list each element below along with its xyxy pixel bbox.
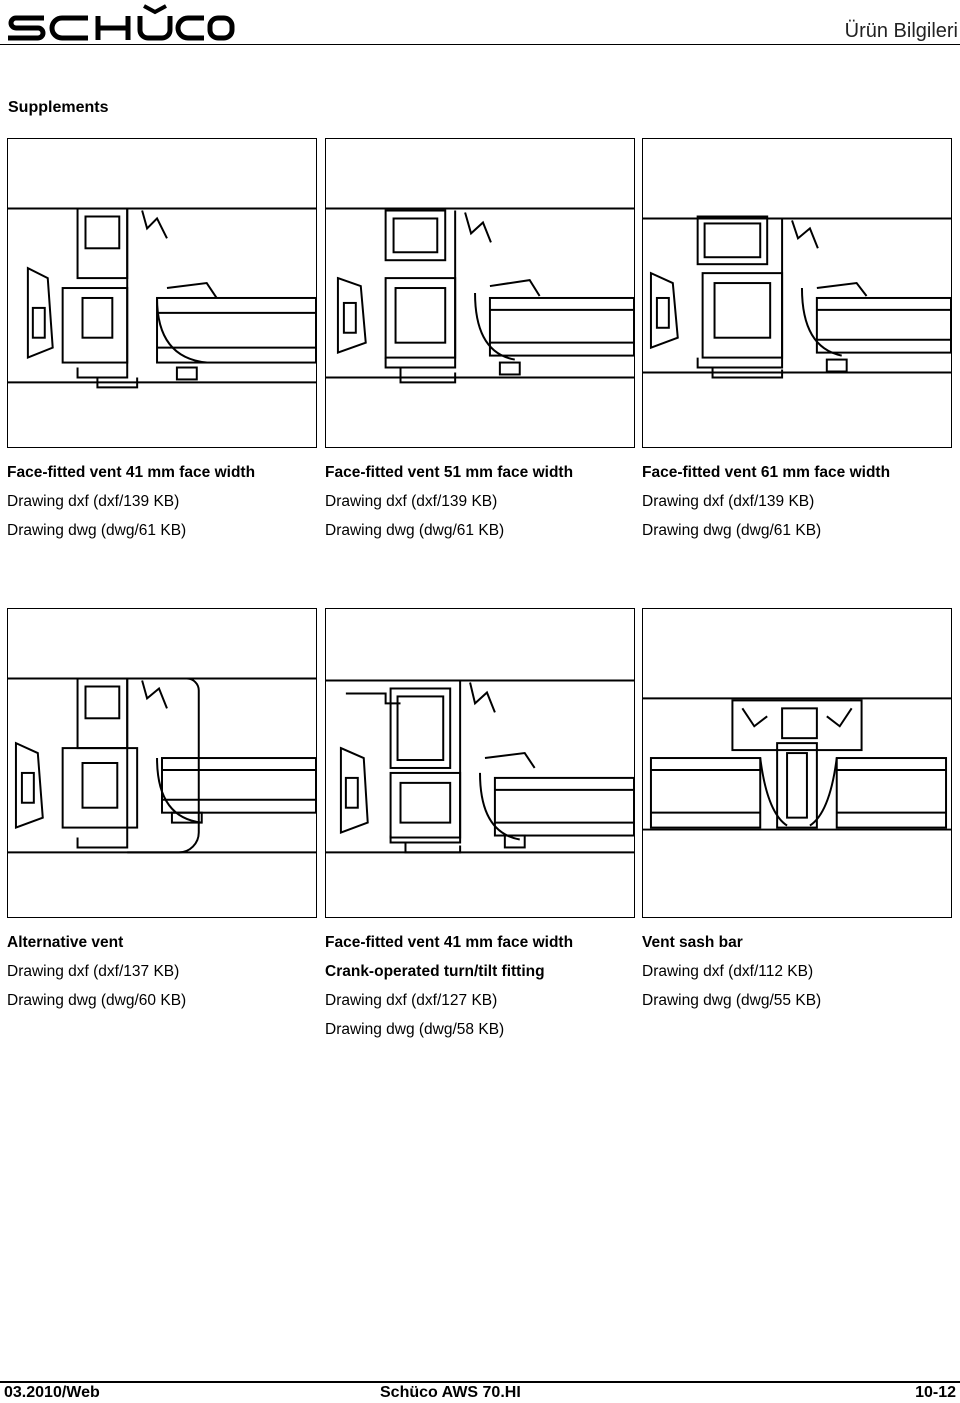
drawing-alternative-vent[interactable]	[7, 608, 317, 918]
item-title: Face-fitted vent 61 mm face width	[642, 464, 891, 481]
section-title: Supplements	[8, 99, 109, 116]
caption-item-3: Face-fitted vent 61 mm face width Drawin…	[642, 458, 952, 545]
footer-product: Schüco AWS 70.HI	[380, 1384, 521, 1401]
dxf-link[interactable]: Drawing dxf (dxf/112 KB)	[642, 963, 814, 980]
dxf-link[interactable]: Drawing dxf (dxf/139 KB)	[7, 493, 180, 510]
profile-section-drawing	[326, 207, 634, 384]
item-title: Face-fitted vent 41 mm face width	[325, 934, 574, 951]
dwg-link[interactable]: Drawing dwg (dwg/58 KB)	[325, 1021, 505, 1038]
caption-item-1: Face-fitted vent 41 mm face width Drawin…	[7, 458, 317, 545]
drawing-face-fitted-vent-61[interactable]	[642, 138, 952, 448]
dwg-link[interactable]: Drawing dwg (dwg/61 KB)	[7, 522, 187, 539]
caption-item-6: Vent sash bar Drawing dxf (dxf/112 KB) D…	[642, 928, 952, 1015]
item-subtitle: Crank-operated turn/tilt fitting	[325, 963, 545, 980]
profile-section-drawing	[8, 677, 316, 854]
profile-section-drawing	[643, 215, 951, 379]
dwg-link[interactable]: Drawing dwg (dwg/60 KB)	[7, 992, 187, 1009]
footer-divider	[0, 1381, 960, 1383]
drawing-face-fitted-vent-41[interactable]	[7, 138, 317, 448]
item-title: Face-fitted vent 41 mm face width	[7, 464, 256, 481]
dxf-link[interactable]: Drawing dxf (dxf/139 KB)	[325, 493, 498, 510]
drawing-crank-operated-vent[interactable]	[325, 608, 635, 918]
drawing-vent-sash-bar[interactable]	[642, 608, 952, 918]
dxf-link[interactable]: Drawing dxf (dxf/139 KB)	[642, 493, 815, 510]
dxf-link[interactable]: Drawing dxf (dxf/137 KB)	[7, 963, 180, 980]
dwg-link[interactable]: Drawing dwg (dwg/61 KB)	[642, 522, 822, 539]
footer-date: 03.2010/Web	[4, 1384, 100, 1401]
dwg-link[interactable]: Drawing dwg (dwg/61 KB)	[325, 522, 505, 539]
item-title: Alternative vent	[7, 934, 124, 951]
caption-item-5: Face-fitted vent 41 mm face width Crank-…	[325, 928, 635, 1044]
item-title: Face-fitted vent 51 mm face width	[325, 464, 574, 481]
schuco-logo	[8, 4, 235, 41]
header-divider	[0, 44, 960, 45]
dxf-link[interactable]: Drawing dxf (dxf/127 KB)	[325, 992, 498, 1009]
drawing-face-fitted-vent-51[interactable]	[325, 138, 635, 448]
item-title: Vent sash bar	[642, 934, 743, 951]
profile-section-drawing	[326, 679, 634, 854]
dwg-link[interactable]: Drawing dwg (dwg/55 KB)	[642, 992, 822, 1009]
caption-item-4: Alternative vent Drawing dxf (dxf/137 KB…	[7, 928, 317, 1015]
profile-section-drawing	[643, 697, 951, 831]
footer-page-number: 10-12	[915, 1384, 956, 1401]
header-title: Ürün Bilgileri	[844, 20, 958, 42]
profile-section-drawing	[8, 207, 316, 389]
caption-item-2: Face-fitted vent 51 mm face width Drawin…	[325, 458, 635, 545]
